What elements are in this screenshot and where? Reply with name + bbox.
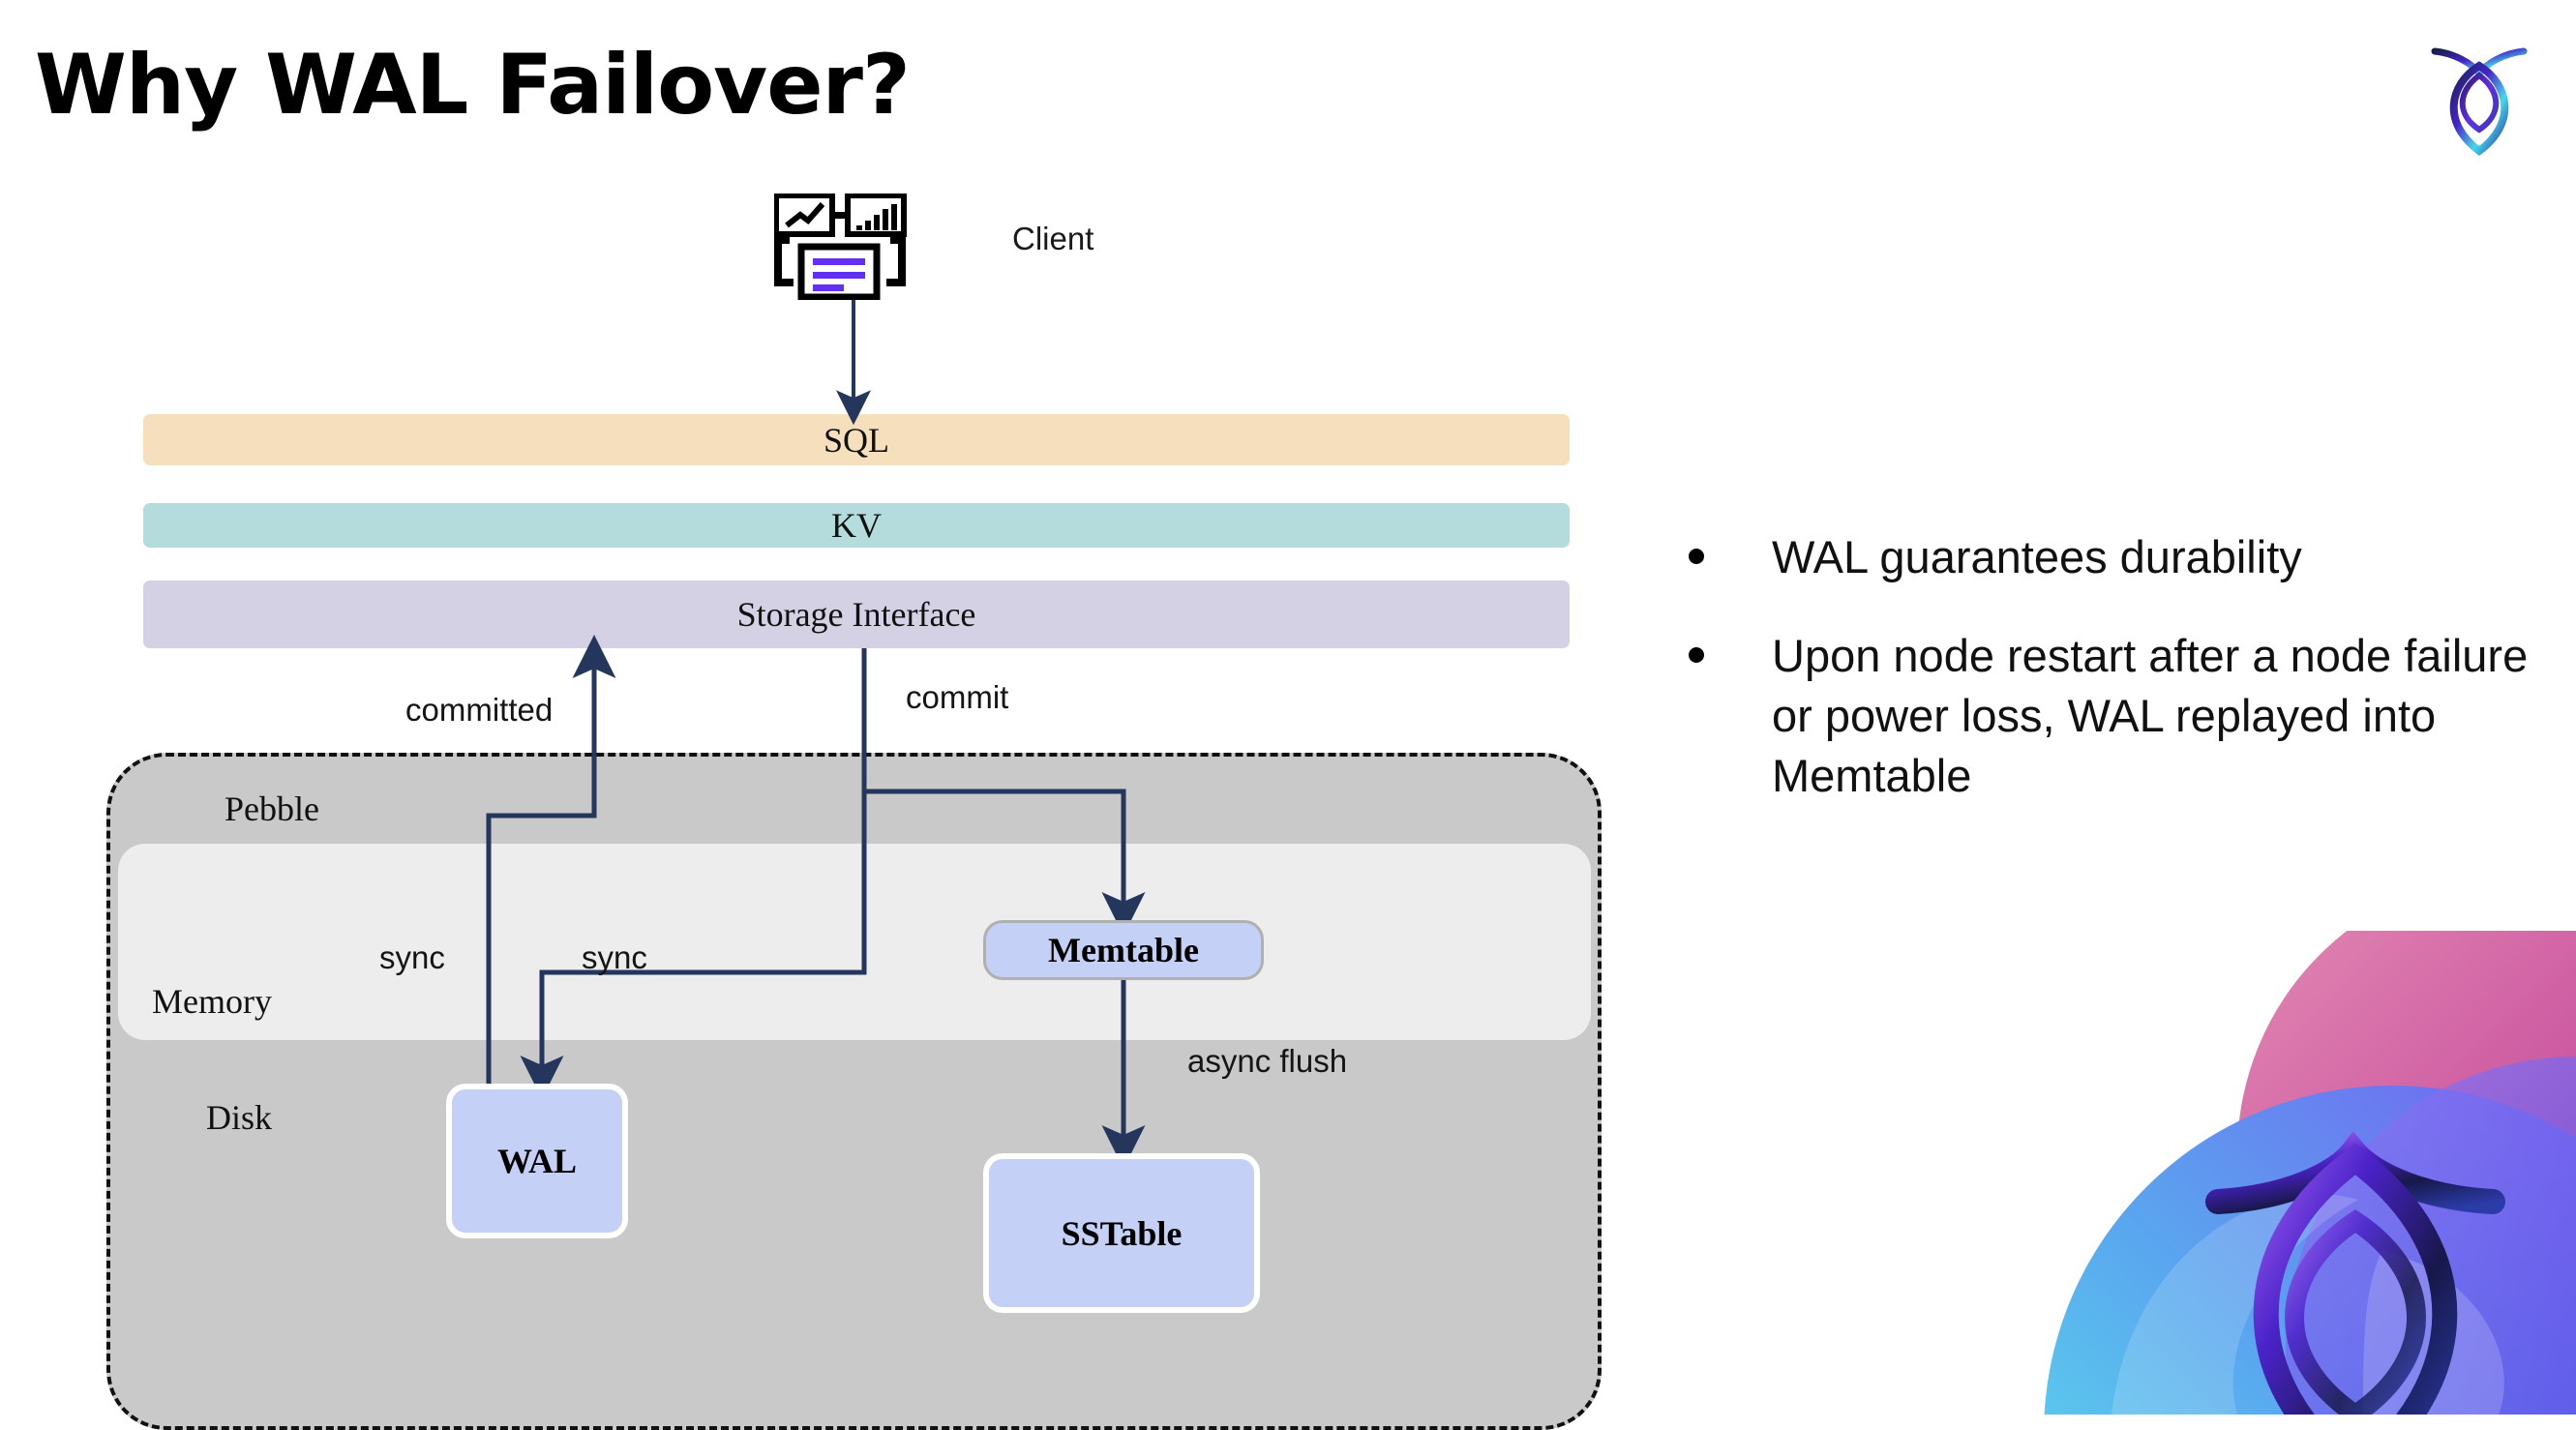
node-label-wal: WAL bbox=[496, 1142, 578, 1180]
bullet-dot-icon bbox=[1689, 549, 1704, 564]
page-title: Why WAL Failover? bbox=[35, 37, 911, 134]
layer-bar-storage: Storage Interface bbox=[143, 581, 1570, 648]
bullet-text: Upon node restart after a node failure o… bbox=[1772, 630, 2529, 802]
list-item: Upon node restart after a node failure o… bbox=[1689, 626, 2540, 806]
edge-label-sync-right: sync bbox=[582, 939, 647, 975]
client-label: Client bbox=[1012, 221, 1094, 256]
list-item: WAL guarantees durability bbox=[1689, 527, 2540, 587]
node-label-sstable: SSTable bbox=[1061, 1213, 1183, 1253]
layer-bar-sql: SQL bbox=[143, 414, 1570, 465]
bullet-dot-icon bbox=[1689, 647, 1704, 664]
node-wal: WAL bbox=[446, 1084, 628, 1238]
node-label-memtable: Memtable bbox=[1048, 931, 1199, 969]
disk-label: Disk bbox=[206, 1098, 273, 1137]
client-monitor-icon bbox=[773, 193, 929, 301]
node-sstable: SSTable bbox=[983, 1153, 1260, 1313]
edge-label-committed: committed bbox=[405, 692, 554, 728]
layer-label-storage: Storage Interface bbox=[736, 595, 976, 634]
memory-label: Memory bbox=[152, 982, 272, 1021]
edge-label-async-flush: async flush bbox=[1187, 1043, 1348, 1079]
cockroachdb-logo-icon bbox=[2421, 31, 2537, 157]
layer-bar-kv: KV bbox=[143, 503, 1570, 548]
node-memtable: Memtable bbox=[983, 920, 1264, 980]
cockroachdb-decorative-mark bbox=[1976, 931, 2576, 1415]
layer-label-sql: SQL bbox=[823, 420, 889, 460]
edge-label-sync-left: sync bbox=[379, 939, 445, 975]
pebble-label: Pebble bbox=[225, 789, 319, 828]
edge-label-commit: commit bbox=[906, 679, 1009, 715]
memory-region bbox=[118, 844, 1591, 1040]
bullet-text: WAL guarantees durability bbox=[1772, 531, 2302, 582]
layer-label-kv: KV bbox=[831, 506, 882, 545]
bullet-list: WAL guarantees durability Upon node rest… bbox=[1689, 527, 2540, 845]
